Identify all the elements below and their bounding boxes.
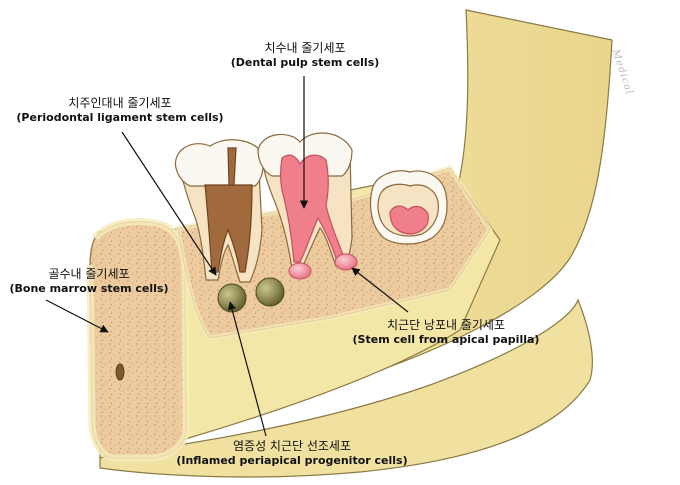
label-periodontal: 치주인대내 줄기세포 (Periodontal ligament stem ce… — [2, 96, 238, 125]
periapical-cell-left — [217, 283, 247, 313]
arrow-apical-papilla — [351, 267, 409, 313]
tooth-vital-pulp — [257, 132, 353, 269]
label-periodontal-en: (Periodontal ligament stem cells) — [16, 111, 224, 124]
label-bone-marrow: 골수내 줄기세포 (Bone marrow stem cells) — [0, 267, 178, 296]
marrow-cross-section — [89, 220, 187, 459]
label-apical-papilla-ko: 치근단 낭포내 줄기세포 — [386, 318, 506, 332]
tooth-developing — [369, 170, 448, 245]
mandible-body — [99, 298, 593, 478]
label-apical-papilla: 치근단 낭포내 줄기세포 (Stem cell from apical papi… — [330, 318, 562, 347]
label-bone-marrow-ko: 골수내 줄기세포 — [48, 267, 130, 281]
label-periapical: 염증성 치근단 선조세포 (Inflamed periapical progen… — [150, 439, 434, 468]
label-dental-pulp: 치수내 줄기세포 (Dental pulp stem cells) — [205, 41, 405, 70]
apical-papilla-bulb-left — [288, 262, 312, 280]
label-apical-papilla-en: (Stem cell from apical papilla) — [352, 333, 540, 346]
nerve-foramen — [115, 363, 125, 381]
label-dental-pulp-ko: 치수내 줄기세포 — [264, 41, 346, 55]
label-periapical-en: (Inflamed periapical progenitor cells) — [176, 454, 408, 467]
arrow-bone-marrow — [45, 299, 109, 333]
label-periapical-ko: 염증성 치근단 선조세포 — [232, 439, 352, 453]
periapical-cell-right — [255, 277, 285, 307]
label-bone-marrow-en: (Bone marrow stem cells) — [9, 282, 169, 295]
label-periodontal-ko: 치주인대내 줄기세포 — [68, 96, 172, 110]
arrow-periodontal — [121, 131, 217, 276]
label-dental-pulp-en: (Dental pulp stem cells) — [230, 56, 380, 69]
apical-papilla-bulb-right — [334, 253, 358, 271]
arrow-periapical — [227, 301, 267, 437]
